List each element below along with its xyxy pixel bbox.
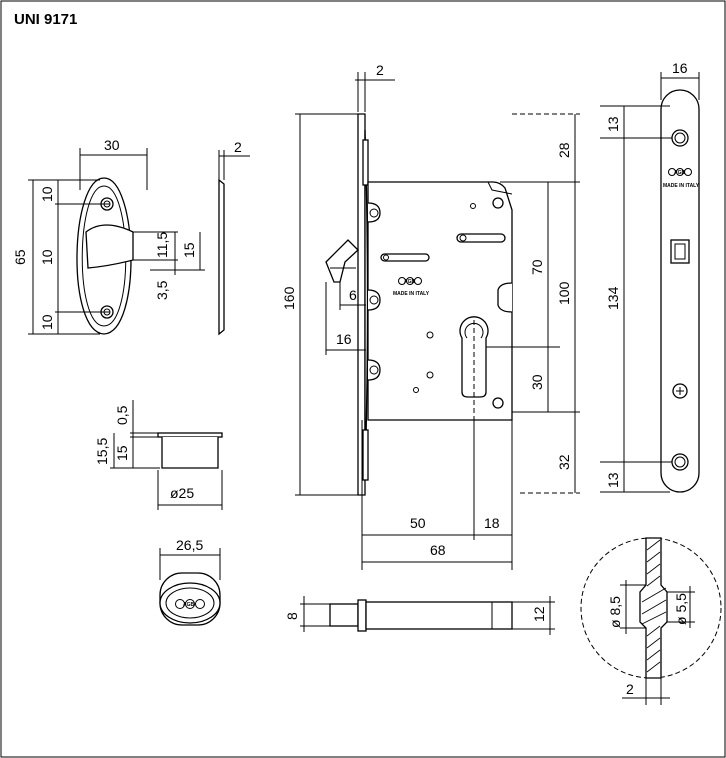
case-notch-3 bbox=[367, 359, 381, 381]
dim-top-gap: 28 bbox=[556, 142, 572, 158]
dim-bolt-width: 16 bbox=[336, 331, 352, 347]
faceplate-front: AGB MADE IN ITALY bbox=[660, 89, 700, 493]
latch-window bbox=[670, 239, 690, 264]
strike-plate-dimensions: 30 65 10 10 10 11,5 15 3,5 bbox=[12, 137, 205, 335]
dim-case-height: 70 bbox=[529, 259, 545, 275]
dim-strike-opening: 11,5 bbox=[154, 232, 170, 258]
dim-bottom-gap: 32 bbox=[556, 454, 572, 470]
dim-bolt-throw: 6 bbox=[349, 287, 357, 303]
dim-strike-width: 30 bbox=[104, 137, 120, 153]
dim-faceplate-thickness: 2 bbox=[376, 62, 384, 78]
strike-plate-front bbox=[76, 177, 134, 335]
slot-lower bbox=[456, 233, 506, 243]
dim-faceplate-width: 16 bbox=[672, 60, 688, 76]
dim-detail-thickness: 2 bbox=[626, 681, 634, 697]
dim-cup-lip: 0,5 bbox=[114, 405, 130, 425]
dim-backset: 50 bbox=[410, 515, 426, 531]
faceplate-dimensions: 16 13 134 13 bbox=[600, 60, 700, 493]
lock-case: AGB MADE IN ITALY bbox=[325, 181, 513, 421]
dim-strike-mid: 10 bbox=[39, 249, 55, 265]
strike-plate-side: 2 bbox=[218, 139, 250, 336]
dim-spindle-square: 8 bbox=[284, 612, 300, 620]
strike-cup: 0,5 15,5 15 ø25 bbox=[94, 400, 223, 510]
dim-rosette-diameter: 26,5 bbox=[176, 537, 203, 553]
faceplate-logo: AGB bbox=[674, 170, 686, 176]
drawing-title: UNI 9171 bbox=[14, 11, 77, 28]
case-made-in: MADE IN ITALY bbox=[393, 291, 430, 297]
dim-bottom-hole: 13 bbox=[605, 472, 621, 488]
dim-strike-height: 65 bbox=[12, 249, 28, 265]
dim-upper-height: 100 bbox=[556, 281, 572, 305]
dim-strike-thickness: 2 bbox=[234, 139, 242, 155]
dim-strike-opening-h: 15 bbox=[181, 242, 197, 258]
latch-bolt bbox=[325, 239, 359, 283]
spindle: 8 12 bbox=[284, 596, 555, 635]
dim-cup-diameter: ø25 bbox=[170, 485, 194, 501]
dim-detail-outer: ø 8,5 bbox=[607, 596, 623, 628]
lock-dimensions: 2 160 6 16 50 18 68 28 70 100 30 32 bbox=[281, 62, 580, 570]
dim-lower-gap: 30 bbox=[529, 374, 545, 390]
faceplate-made-in: MADE IN ITALY bbox=[663, 183, 700, 189]
dim-strike-top: 10 bbox=[39, 186, 55, 202]
slot-upper bbox=[380, 253, 430, 262]
dim-cup-total: 15,5 bbox=[94, 438, 110, 465]
dim-spindle-width: 12 bbox=[531, 606, 547, 622]
rosette-logo: AGB bbox=[183, 602, 195, 608]
rosette: AGB 26,5 bbox=[159, 537, 221, 626]
case-notch-1 bbox=[367, 202, 381, 223]
dim-depth-extra: 18 bbox=[484, 515, 500, 531]
dim-strike-bottom: 10 bbox=[39, 314, 55, 330]
dim-top-hole: 13 bbox=[605, 116, 621, 132]
dim-strike-offset: 3,5 bbox=[154, 280, 170, 300]
dim-total-depth: 68 bbox=[430, 542, 446, 558]
dim-detail-inner: ø 5,5 bbox=[673, 593, 689, 625]
case-logo: AGB bbox=[404, 279, 416, 285]
dim-cup-body: 15 bbox=[114, 445, 130, 461]
case-notch-2 bbox=[367, 289, 381, 311]
dim-hole-span: 134 bbox=[605, 286, 621, 310]
dim-lock-height: 160 bbox=[281, 286, 297, 310]
detail-view: ø 8,5 ø 5,5 2 bbox=[580, 537, 722, 705]
